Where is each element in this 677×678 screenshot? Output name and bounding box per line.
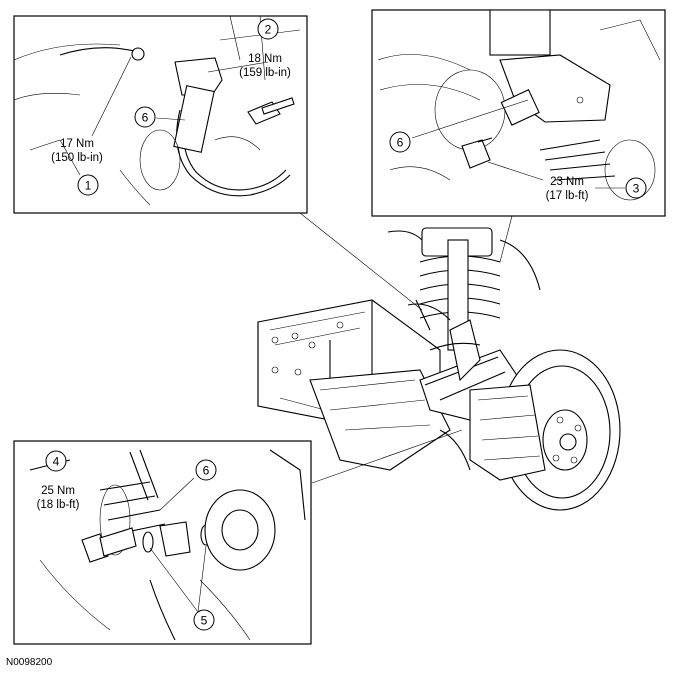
callout-4: 4: [45, 450, 67, 472]
callout-6-bottom-left-label: 6: [203, 464, 210, 478]
callout-1-label: 1: [85, 179, 92, 193]
callout-2: 2: [257, 18, 279, 40]
inset-leader-lines: [299, 212, 513, 484]
inset-top-left: [13, 15, 308, 214]
torque-1-lb-in: (150 lb-in): [51, 152, 103, 164]
torque-4-lb-ft: (18 lb-ft): [37, 499, 80, 511]
torque-2-nm: 18 Nm: [248, 53, 282, 65]
callout-6-top-right: 6: [389, 131, 411, 153]
callout-2-label: 2: [265, 23, 272, 37]
callout-6-top-left-label: 6: [142, 111, 149, 125]
callout-1: 1: [77, 174, 99, 196]
callout-3: 3: [625, 177, 647, 199]
torque-2-lb-in: (159 lb-in): [239, 67, 291, 79]
torque-3-lb-ft: (17 lb-ft): [546, 190, 589, 202]
inset-top-right: [371, 9, 666, 217]
callout-6-top-right-label: 6: [397, 136, 404, 150]
torque-1-nm: 17 Nm: [60, 138, 94, 150]
inset-bottom-left: [13, 440, 312, 645]
torque-3-nm: 23 Nm: [550, 176, 584, 188]
figure-code: N0098200: [6, 657, 53, 668]
callout-3-label: 3: [633, 182, 640, 196]
callout-5: 5: [193, 609, 215, 631]
callout-6-bottom-left: 6: [195, 459, 217, 481]
callout-4-label: 4: [53, 455, 60, 469]
callout-6-top-left: 6: [134, 106, 156, 128]
main-assembly-illustration: [257, 227, 621, 511]
torque-4-nm: 25 Nm: [41, 485, 75, 497]
callout-5-label: 5: [201, 614, 208, 628]
